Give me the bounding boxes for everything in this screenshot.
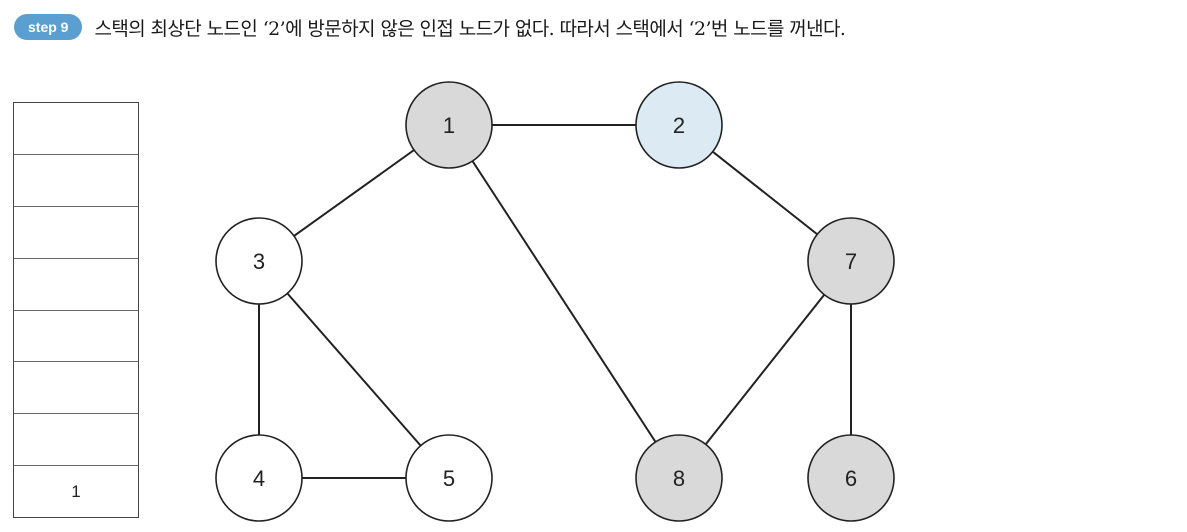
node-8: 8: [635, 434, 723, 522]
step-badge: step 9: [14, 14, 83, 40]
stack-cell: 1: [14, 465, 138, 517]
edge-3-5: [258, 260, 450, 479]
node-6: 6: [807, 434, 895, 522]
stack-cell: [14, 413, 138, 465]
graph-edges: [258, 124, 852, 479]
node-label-7: 7: [845, 249, 857, 274]
node-label-6: 6: [845, 466, 857, 491]
edge-7-8: [678, 260, 852, 479]
node-label-3: 3: [253, 249, 265, 274]
stack-cell: [14, 153, 138, 206]
node-label-2: 2: [673, 113, 685, 138]
stack-cell: [14, 205, 138, 258]
node-1: 1: [405, 81, 493, 169]
step-header: step 9 스택의 최상단 노드인 ‘2’에 방문하지 않은 인접 노드가 없…: [14, 10, 846, 44]
node-circle-4: [215, 434, 303, 522]
step-caption: 스택의 최상단 노드인 ‘2’에 방문하지 않은 인접 노드가 없다. 따라서 …: [94, 17, 846, 40]
node-5: 5: [405, 434, 493, 522]
node-circle-3: [215, 217, 303, 305]
stack-cell: [14, 309, 138, 362]
node-circle-5: [405, 434, 493, 522]
edge-1-8: [448, 124, 680, 479]
node-2: 2: [635, 81, 723, 169]
graph-nodes: 1 2 3 7 4 5 8 6: [215, 81, 895, 522]
node-circle-8: [635, 434, 723, 522]
node-circle-1: [405, 81, 493, 169]
node-4: 4: [215, 434, 303, 522]
node-label-8: 8: [673, 466, 685, 491]
stack-cell: [14, 361, 138, 413]
node-3: 3: [215, 217, 303, 305]
node-label-4: 4: [253, 466, 265, 491]
node-circle-2: [635, 81, 723, 169]
node-label-1: 1: [443, 113, 455, 138]
node-7: 7: [807, 217, 895, 305]
node-label-5: 5: [443, 466, 455, 491]
stack: 1: [13, 102, 139, 518]
stack-cell: [14, 257, 138, 310]
node-circle-6: [807, 434, 895, 522]
node-circle-7: [807, 217, 895, 305]
